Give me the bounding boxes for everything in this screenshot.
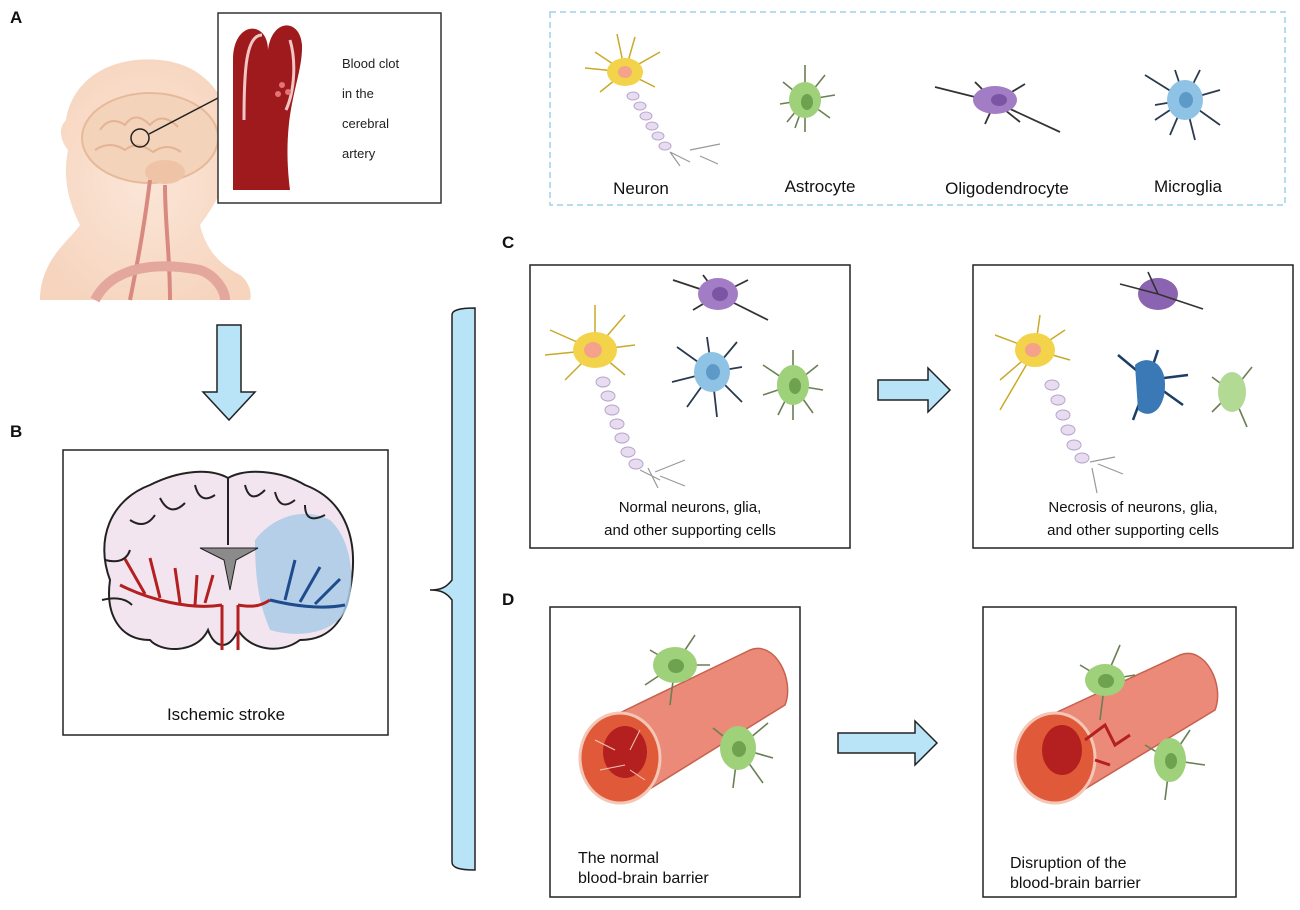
disrupted-blood-vessel-illustration <box>1013 644 1219 805</box>
cell-types-legend-box <box>549 11 1286 206</box>
brain-coronal-slice-illustration <box>101 470 354 650</box>
panel-label-a: A <box>10 8 22 27</box>
necrosis-caption-line-1: Necrosis of neurons, glia, <box>1048 499 1217 516</box>
legend-label-microglia: Microglia <box>1154 177 1223 196</box>
callout-text-line-2: in the <box>342 86 374 101</box>
ischemic-stroke-caption: Ischemic stroke <box>167 705 285 724</box>
right-arrow-bbb <box>837 719 939 767</box>
normal-blood-vessel-illustration <box>578 634 789 805</box>
normal-cells-box <box>529 264 851 549</box>
callout-text-line-1: Blood clot <box>342 56 399 71</box>
callout-text-line-4: artery <box>342 146 376 161</box>
callout-text-line-3: cerebral <box>342 116 389 131</box>
legend-neuron-illustration <box>584 33 721 167</box>
head-silhouette-illustration <box>40 59 251 303</box>
legend-astrocyte-illustration <box>779 65 836 132</box>
normal-bbb-caption-line-2: blood-brain barrier <box>578 870 709 887</box>
right-arrow-cells <box>877 366 952 414</box>
necrosis-caption-line-2: and other supporting cells <box>1047 522 1219 539</box>
normal-cells-illustration <box>544 274 824 489</box>
normal-bbb-caption-line-1: The normal <box>578 850 659 867</box>
legend-label-astrocyte: Astrocyte <box>785 177 856 196</box>
legend-microglia-illustration <box>1144 69 1221 141</box>
callout-line <box>148 97 219 135</box>
normal-cells-caption-line-2: and other supporting cells <box>604 522 776 539</box>
normal-cells-caption-line-1: Normal neurons, glia, <box>619 499 762 516</box>
grouping-brace <box>429 307 476 871</box>
clot-location-marker <box>130 128 150 148</box>
legend-label-neuron: Neuron <box>613 179 669 198</box>
disrupted-bbb-caption-line-2: blood-brain barrier <box>1010 875 1141 892</box>
panel-label-d: D <box>502 590 514 609</box>
necrotic-cells-illustration <box>994 271 1253 494</box>
panel-label-c: C <box>502 233 514 252</box>
artery-clot-illustration <box>233 25 303 190</box>
legend-oligodendrocyte-illustration <box>934 81 1061 133</box>
panel-label-b: B <box>10 422 22 441</box>
legend-label-oligodendrocyte: Oligodendrocyte <box>945 179 1069 198</box>
disrupted-bbb-caption-line-1: Disruption of the <box>1010 855 1127 872</box>
down-arrow <box>201 324 257 422</box>
